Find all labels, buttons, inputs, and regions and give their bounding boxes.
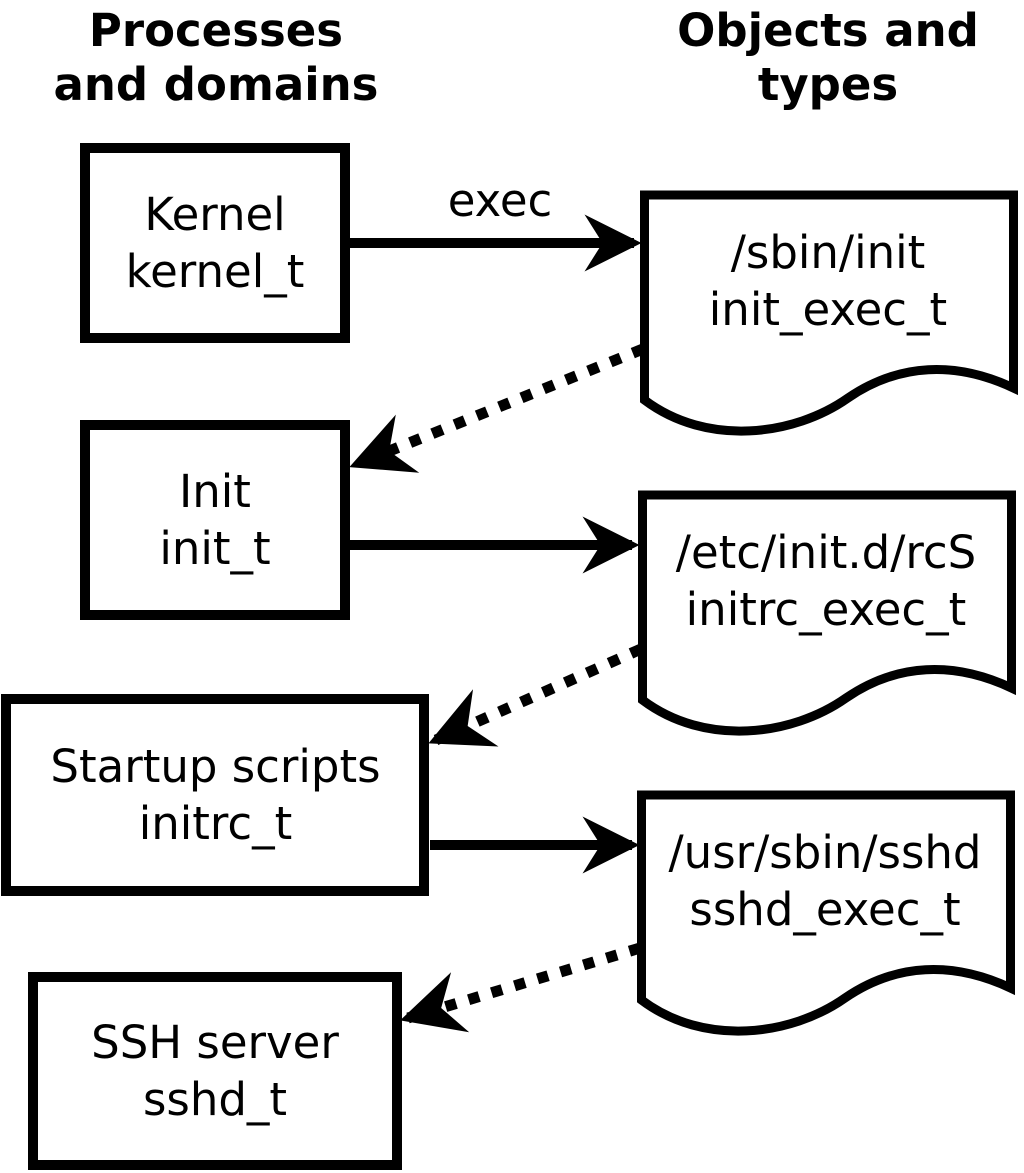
ssh-server-name: SSH server xyxy=(91,1015,339,1069)
heading-objects-line1: Objects and xyxy=(677,4,979,57)
init-domain: init_t xyxy=(159,522,271,575)
etc-initd-rcs-object-label: /etc/init.d/rcS initrc_exec_t xyxy=(638,490,1014,672)
sbin-init-object-label: /sbin/init init_exec_t xyxy=(640,190,1016,372)
etc-initd-rcs-type: initrc_exec_t xyxy=(685,583,967,636)
startup-scripts-node-label: Startup scripts initrc_t xyxy=(1,694,430,896)
etc-initd-rcs-path: /etc/init.d/rcS xyxy=(675,525,977,579)
column-heading-objects: Objects and types xyxy=(622,4,1024,112)
startup-scripts-name: Startup scripts xyxy=(50,739,381,793)
usr-sbin-sshd-type: sshd_exec_t xyxy=(689,883,961,936)
init-node-label: Init init_t xyxy=(80,420,350,620)
heading-processes-line1: Processes xyxy=(88,4,344,57)
exec-arrow-label-text: exec xyxy=(447,174,553,228)
usr-sbin-sshd-object-label: /usr/sbin/sshd sshd_exec_t xyxy=(637,790,1013,972)
init-box xyxy=(80,420,350,620)
init-name: Init xyxy=(179,464,251,518)
sbin-init-type: init_exec_t xyxy=(708,283,948,336)
startup-scripts-domain: initrc_t xyxy=(138,797,293,850)
transition-arrow-sshd-to-sshserver xyxy=(400,942,642,1033)
heading-objects-line2: types xyxy=(757,58,899,111)
heading-processes-line2: and domains xyxy=(53,58,379,111)
usr-sbin-sshd-path: /usr/sbin/sshd xyxy=(668,825,982,879)
sbin-init-path: /sbin/init xyxy=(730,225,926,279)
transition-arrow-rcs-to-startup xyxy=(428,643,644,747)
ssh-server-node-label: SSH server sshd_t xyxy=(28,972,402,1170)
ssh-server-domain: sshd_t xyxy=(142,1073,288,1126)
ssh-server-box xyxy=(28,972,402,1170)
startup-scripts-box xyxy=(1,694,429,896)
kernel-domain: kernel_t xyxy=(125,245,305,298)
kernel-name: Kernel xyxy=(144,187,286,241)
column-heading-processes: Processes and domains xyxy=(0,4,432,112)
kernel-box xyxy=(80,143,350,343)
exec-arrow-label: exec xyxy=(430,174,570,227)
transition-arrow-sbin-init-to-init xyxy=(349,343,646,473)
kernel-node-label: Kernel kernel_t xyxy=(80,143,350,343)
